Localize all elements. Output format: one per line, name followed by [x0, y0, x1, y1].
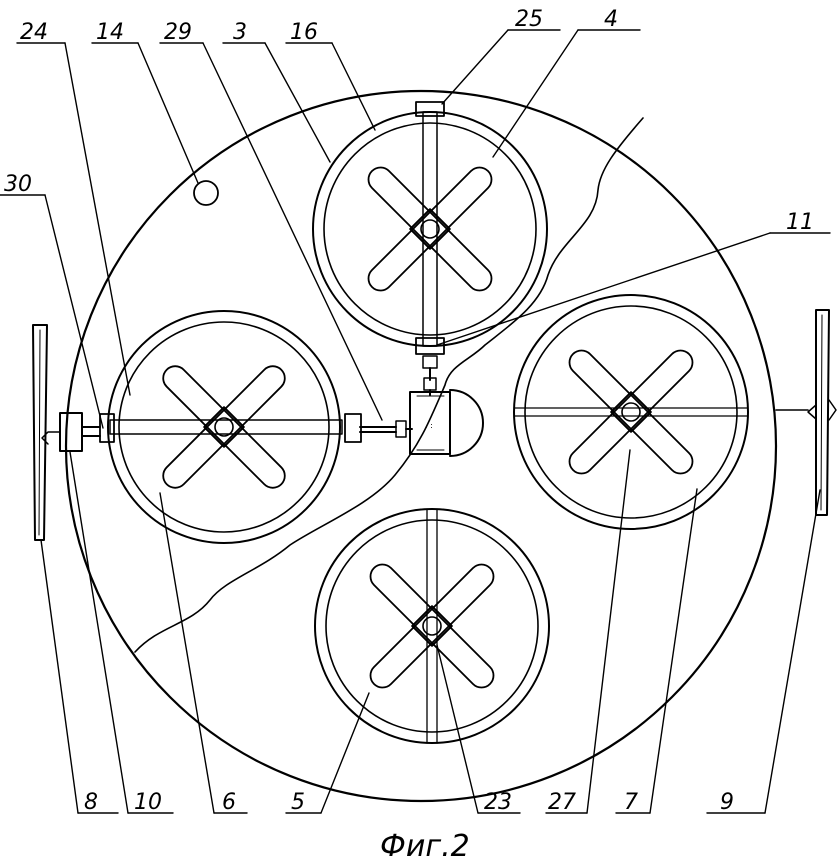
leader-lines — [0, 29, 831, 814]
label-24: 24 — [20, 20, 48, 45]
left-vane-linkage — [41, 412, 101, 452]
rotor-right — [513, 294, 749, 530]
label-9: 9 — [720, 790, 734, 815]
rotor-bottom — [314, 508, 550, 744]
label-29: 29 — [164, 20, 192, 45]
label-8: 8 — [84, 790, 98, 815]
horizontal-drive-shaft — [359, 420, 413, 438]
label-5: 5 — [291, 790, 305, 815]
rotor-top — [312, 101, 548, 355]
label-10: 10 — [134, 790, 162, 815]
left-vane-blade — [32, 324, 48, 541]
label-27: 27 — [548, 790, 576, 815]
label-14: 14 — [96, 20, 124, 45]
label-16: 16 — [290, 20, 318, 45]
cutaway-break-line — [134, 117, 644, 653]
vertical-drive-shaft — [422, 355, 438, 396]
svg-text:. :: . : — [425, 421, 433, 430]
right-vane-blade — [775, 309, 837, 516]
port-hole — [193, 180, 219, 206]
label-7: 7 — [624, 790, 638, 815]
label-3: 3 — [233, 20, 247, 45]
figure-caption: Фиг.2 — [380, 829, 470, 863]
label-30: 30 — [4, 172, 32, 197]
label-4: 4 — [604, 7, 618, 32]
label-23: 23 — [484, 790, 512, 815]
central-gear-hub: . : — [409, 389, 484, 457]
housing-disc — [64, 89, 778, 803]
label-11: 11 — [786, 210, 814, 235]
label-25: 25 — [515, 7, 543, 32]
rotor-left — [99, 310, 362, 544]
label-6: 6 — [222, 790, 236, 815]
